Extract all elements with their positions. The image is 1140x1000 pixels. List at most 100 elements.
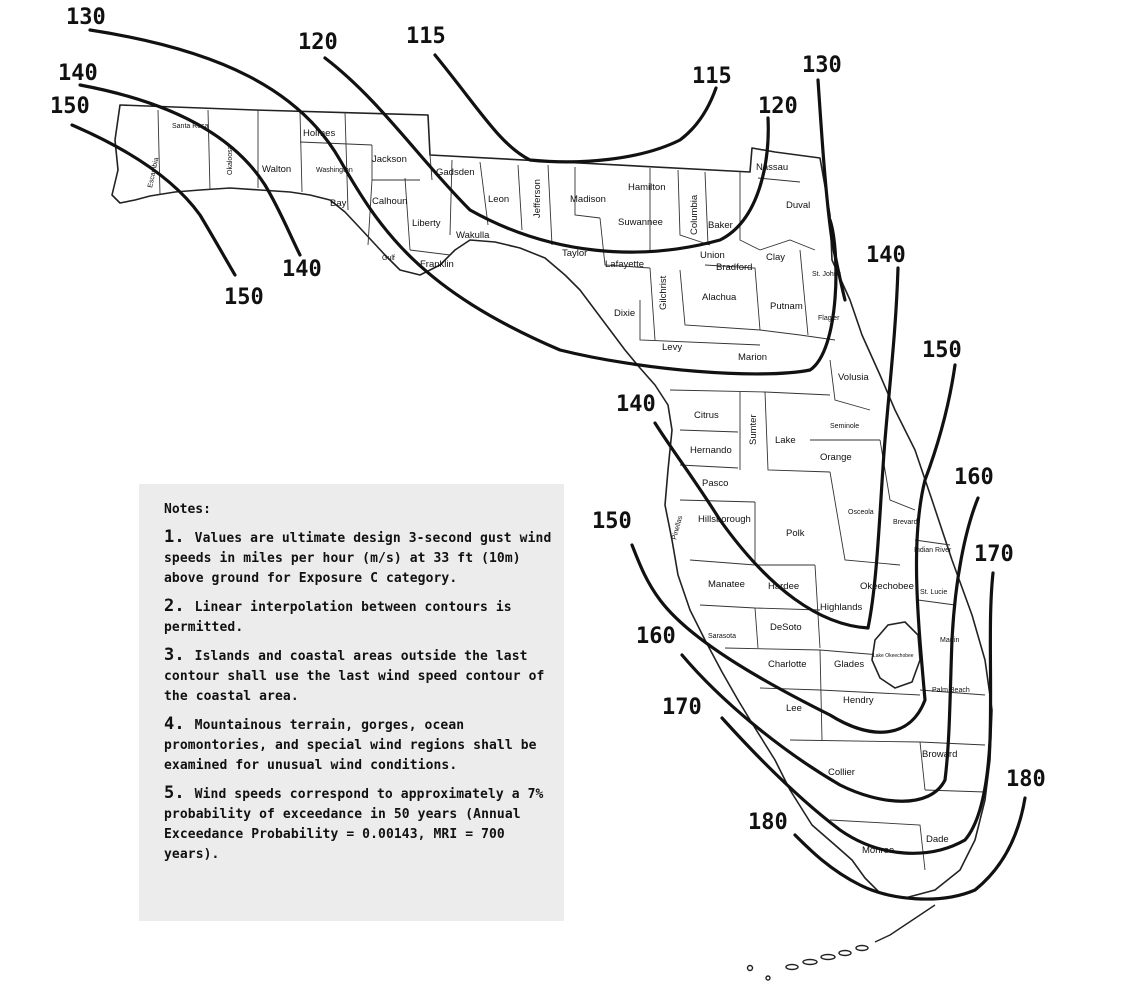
- county-label: Baker: [708, 220, 733, 231]
- county-label: Polk: [786, 528, 805, 539]
- county-label: Walton: [262, 164, 291, 175]
- county-boundaries: [157, 109, 986, 871]
- note-item: 5.Wind speeds correspond to approximatel…: [164, 783, 564, 865]
- county-label: Jackson: [372, 154, 407, 165]
- wind-contours: [70, 28, 1027, 901]
- note-item: 4.Mountainous terrain, gorges, ocean pro…: [164, 714, 564, 776]
- contour-label: 140: [282, 257, 322, 282]
- county-label: Columbia: [689, 194, 700, 235]
- contour-labels: 130 140 150 120 115 115 130 120 140 150 …: [50, 5, 1046, 835]
- county-label: Nassau: [756, 162, 788, 173]
- note-text: Wind speeds correspond to approximately …: [164, 787, 544, 862]
- county-label: Levy: [662, 342, 682, 353]
- contour-label: 180: [1006, 767, 1046, 792]
- county-label: Hillsborough: [698, 514, 751, 525]
- county-label: Bay: [330, 198, 347, 209]
- county-label: Seminole: [830, 423, 859, 430]
- note-text: Values are ultimate design 3-second gust…: [164, 531, 552, 586]
- county-label: Jefferson: [532, 179, 543, 218]
- county-label: St. Lucie: [920, 589, 947, 596]
- county-label: Union: [700, 250, 725, 261]
- contour-line-120-west: [323, 56, 770, 254]
- county-label: Lafayette: [605, 259, 644, 270]
- contour-label: 150: [592, 509, 632, 534]
- contour-line-180: [793, 796, 1027, 901]
- county-label: Hernando: [690, 445, 732, 456]
- county-label: Brevard: [893, 519, 918, 526]
- county-label: Citrus: [694, 410, 719, 421]
- note-item: 1.Values are ultimate design 3-second gu…: [164, 527, 564, 589]
- county-label: Glades: [834, 659, 864, 670]
- county-label: Charlotte: [768, 659, 807, 670]
- county-label: Gadsden: [436, 167, 475, 178]
- contour-label: 120: [758, 94, 798, 119]
- contour-label: 115: [406, 24, 446, 49]
- county-label: Liberty: [412, 218, 441, 229]
- county-label: Lake Okeechobee: [873, 653, 914, 659]
- notes-title: Notes:: [164, 502, 211, 517]
- county-label: Broward: [922, 749, 957, 760]
- county-label: Washington: [316, 167, 353, 174]
- contour-label: 160: [954, 465, 994, 490]
- county-label: Calhoun: [372, 196, 407, 207]
- county-label: St. Johns: [812, 271, 842, 278]
- contour-line-140-west: [78, 83, 302, 257]
- county-label: Santa Rosa: [172, 123, 209, 130]
- county-label: Bradford: [716, 262, 752, 273]
- notes-box: Notes: 1.Values are ultimate design 3-se…: [139, 484, 564, 921]
- lake-okeechobee: [871, 621, 921, 689]
- contour-line-150-west: [70, 123, 237, 277]
- county-label: Dade: [926, 834, 949, 845]
- county-label: Pasco: [702, 478, 728, 489]
- contour-line-170: [720, 571, 995, 855]
- county-label: Collier: [828, 767, 855, 778]
- county-label: Manatee: [708, 579, 745, 590]
- county-label: Flagler: [818, 315, 840, 322]
- county-label: Orange: [820, 452, 852, 463]
- contour-label: 140: [58, 61, 98, 86]
- county-label: Gulf: [382, 255, 395, 262]
- contour-label: 170: [974, 542, 1014, 567]
- county-label: Okaloosa: [227, 145, 234, 175]
- contour-label: 150: [922, 338, 962, 363]
- contour-label: 140: [866, 243, 906, 268]
- county-label: Hardee: [768, 581, 799, 592]
- county-label: Lake: [775, 435, 796, 446]
- contour-line-115: [433, 53, 718, 164]
- note-text: Islands and coastal areas outside the la…: [164, 649, 545, 704]
- county-label: Gilchrist: [658, 275, 669, 310]
- county-label: Putnam: [770, 301, 803, 312]
- note-text: Linear interpolation between contours is…: [164, 600, 512, 635]
- contour-label: 160: [636, 624, 676, 649]
- county-label: Madison: [570, 194, 606, 205]
- county-label: Lee: [786, 703, 802, 714]
- contour-line-140-east: [653, 266, 900, 630]
- county-label: Clay: [766, 252, 785, 263]
- note-number: 5.: [164, 783, 185, 803]
- county-label: Suwannee: [618, 217, 663, 228]
- contour-label: 140: [616, 392, 656, 417]
- contour-label: 180: [748, 810, 788, 835]
- contour-line-160: [680, 496, 980, 803]
- county-label: Leon: [488, 194, 509, 205]
- county-label: Wakulla: [456, 230, 490, 241]
- note-item: 3.Islands and coastal areas outside the …: [164, 645, 564, 707]
- county-label: Hamilton: [628, 182, 666, 193]
- county-label: Sumter: [748, 414, 759, 445]
- county-label: Hendry: [843, 695, 874, 706]
- florida-keys: [746, 904, 936, 981]
- county-label: Duval: [786, 200, 810, 211]
- contour-line-150-east: [630, 363, 957, 734]
- contour-label: 150: [224, 285, 264, 310]
- note-item: 2.Linear interpolation between contours …: [164, 596, 564, 638]
- note-number: 2.: [164, 596, 185, 616]
- county-label: Alachua: [702, 292, 737, 303]
- county-label: Indian River: [914, 547, 952, 554]
- contour-label: 115: [692, 64, 732, 89]
- county-label: Franklin: [420, 259, 454, 270]
- county-label: Martin: [940, 637, 960, 644]
- note-text: Mountainous terrain, gorges, ocean promo…: [164, 718, 537, 773]
- contour-label: 170: [662, 695, 702, 720]
- county-label: Marion: [738, 352, 767, 363]
